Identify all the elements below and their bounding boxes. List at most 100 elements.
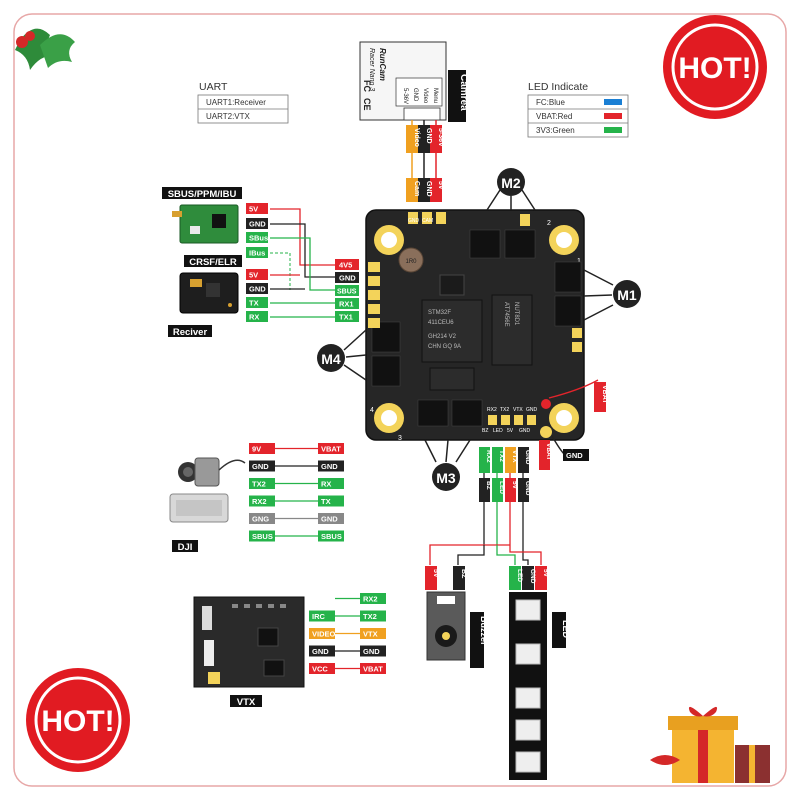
led-strip-label: LED	[561, 620, 571, 639]
vtx-left-label: VCC	[312, 665, 328, 674]
sbus-pin-5v: 5V	[249, 205, 258, 214]
led-pin-5v: 5V	[542, 569, 549, 578]
wire-5v: 5V	[511, 481, 518, 490]
sbus-pin-gnd: GND	[249, 220, 266, 229]
battery-wires: VBAT GND	[548, 379, 608, 461]
dji-caption: DJI	[178, 542, 193, 553]
led-swatch-blue	[604, 99, 622, 105]
led-indicate-row-3: 3V3:Green	[536, 126, 575, 135]
mcu-line-3: GH214 V2	[428, 334, 457, 340]
camera-fc-mark: FC	[362, 80, 372, 92]
sbus-pin-ibus: IBus	[249, 249, 265, 258]
sbus-receiver-title: SBUS/PPM/IBU	[168, 189, 237, 200]
receiver-caption: Reciver	[173, 327, 208, 338]
camera-wires: Video GND 5-36V Cam GND 5V	[406, 120, 444, 202]
dji-right-label: VBAT	[321, 445, 341, 454]
uart-row-2: UART2:VTX	[206, 112, 251, 121]
mcu-line-1: STM32F	[428, 310, 451, 316]
wire-bz: BZ	[485, 481, 492, 490]
vtx-row: VCC VBAT	[309, 663, 386, 674]
motor-label-m4: M4	[321, 351, 341, 367]
fc-bottom-pad-gnd-2: GND	[519, 428, 531, 434]
frame-border	[13, 13, 787, 787]
vtx-row: GND GND	[309, 645, 386, 657]
camera-model-line-1: Racer Nano 3	[368, 48, 375, 91]
wire-gnd-2: GND	[524, 481, 531, 496]
fc-bottom-pad-vtx: VTX	[513, 407, 523, 413]
dji-left-label: 9V	[252, 445, 261, 454]
corner-number-2: 1	[577, 258, 581, 265]
led-indicate-row-2: VBAT:Red	[536, 112, 572, 121]
dji-right-label: GND	[321, 515, 338, 524]
motor-label-m1: M1	[617, 287, 637, 303]
vtx-row: RX2	[335, 593, 386, 604]
vbat-tag: VBAT	[601, 385, 608, 404]
mcu-line-2: 411CEU6	[428, 320, 454, 326]
fc-pad-tx1: TX1	[339, 313, 353, 322]
camera-pin-menu: Menu	[432, 88, 438, 103]
vtx-right-label: VBAT	[363, 665, 383, 674]
led-strip: LED GND 5V LED	[509, 566, 571, 780]
receiver-sbus: SBUS/PPM/IBU	[162, 187, 242, 244]
vtx-left-label: IRC	[312, 612, 326, 621]
fc-cam-pad-gnd: GND	[425, 181, 432, 197]
fc-bottom-wires: RX2 TX2 VTX GND VBAT BZ LED 5V GND	[429, 440, 552, 565]
fc-bottom-pad-led: LED	[493, 428, 503, 434]
vtx-left-label: VIDEO	[312, 630, 336, 639]
dji-right-label: TX	[321, 497, 331, 506]
vtx-module: VTX	[193, 596, 305, 708]
fc-pad-rx1: RX1	[339, 300, 354, 309]
vtx-right-label: TX2	[363, 612, 377, 621]
osd-line-2: NUT8D1	[513, 302, 519, 326]
led-indicate-row-1: FC:Blue	[536, 98, 565, 107]
camera-model-line-2: RunCam	[378, 48, 387, 81]
crsf-pin-5v: 5V	[249, 271, 258, 280]
vtx-right-label: GND	[363, 647, 380, 656]
hot-label-top: HOT!	[678, 52, 751, 85]
receiver-wiring: 5V GND SBus IBus 5V GND TX RX 4V5 GND SB…	[246, 203, 359, 322]
crsf-receiver-title: CRSF/ELR	[189, 257, 237, 268]
camera-ce-mark: CE	[362, 98, 372, 111]
corner-number-1: 2	[547, 220, 551, 227]
flight-controller: 2 1 3 4 GND CAM 1R0 STM32F 411CEU	[365, 209, 585, 442]
dji-row: 9V VBAT	[249, 443, 344, 454]
fc-bottom-pad-5v: 5V	[507, 428, 514, 434]
vtx-caption: VTX	[237, 697, 256, 708]
sbus-pin-sbus: SBus	[249, 234, 268, 243]
inductor-label: 1R0	[405, 259, 417, 265]
crsf-pin-gnd: GND	[249, 285, 266, 294]
gnd-tag: GND	[566, 451, 583, 460]
dji-row: GNG GND	[249, 513, 344, 524]
dji-left-label: GNG	[252, 515, 269, 524]
vtx-left-label: GND	[312, 647, 329, 656]
hot-badge-bottom: HOT!	[26, 668, 130, 772]
vtx-row: IRC TX2	[309, 610, 386, 622]
osd-line-1: AT7456E	[503, 302, 509, 327]
fc-bottom-pad-bz: BZ	[482, 428, 488, 434]
hot-label-bottom: HOT!	[41, 705, 114, 738]
mcu-line-4: CHN GQ 9A	[428, 344, 461, 350]
buzzer-pin-5v: 5V	[432, 569, 439, 578]
motor-label-m2: M2	[501, 175, 521, 191]
camera-wire-power: 5-36V	[437, 128, 444, 147]
dji-left-label: GND	[252, 462, 269, 471]
wire-tx2: TX2	[498, 450, 505, 462]
wire-vtx: VTX	[511, 450, 518, 463]
fc-bottom-pad-tx2: TX2	[500, 407, 509, 413]
buzzer-pin-bz: BZ	[460, 569, 467, 579]
vtx-right-label: RX2	[363, 595, 378, 604]
led-indicate-title: LED Indicate	[528, 81, 588, 93]
crsf-pin-rx: RX	[249, 313, 259, 322]
receiver-crsf: CRSF/ELR Reciver	[168, 255, 242, 338]
fc-top-pad-cam: CAM	[422, 218, 433, 224]
dji-left-label: TX2	[252, 480, 266, 489]
wire-led: LED	[498, 481, 505, 494]
led-swatch-red	[604, 113, 622, 119]
fc-pad-sbus: SBUS	[337, 289, 357, 296]
